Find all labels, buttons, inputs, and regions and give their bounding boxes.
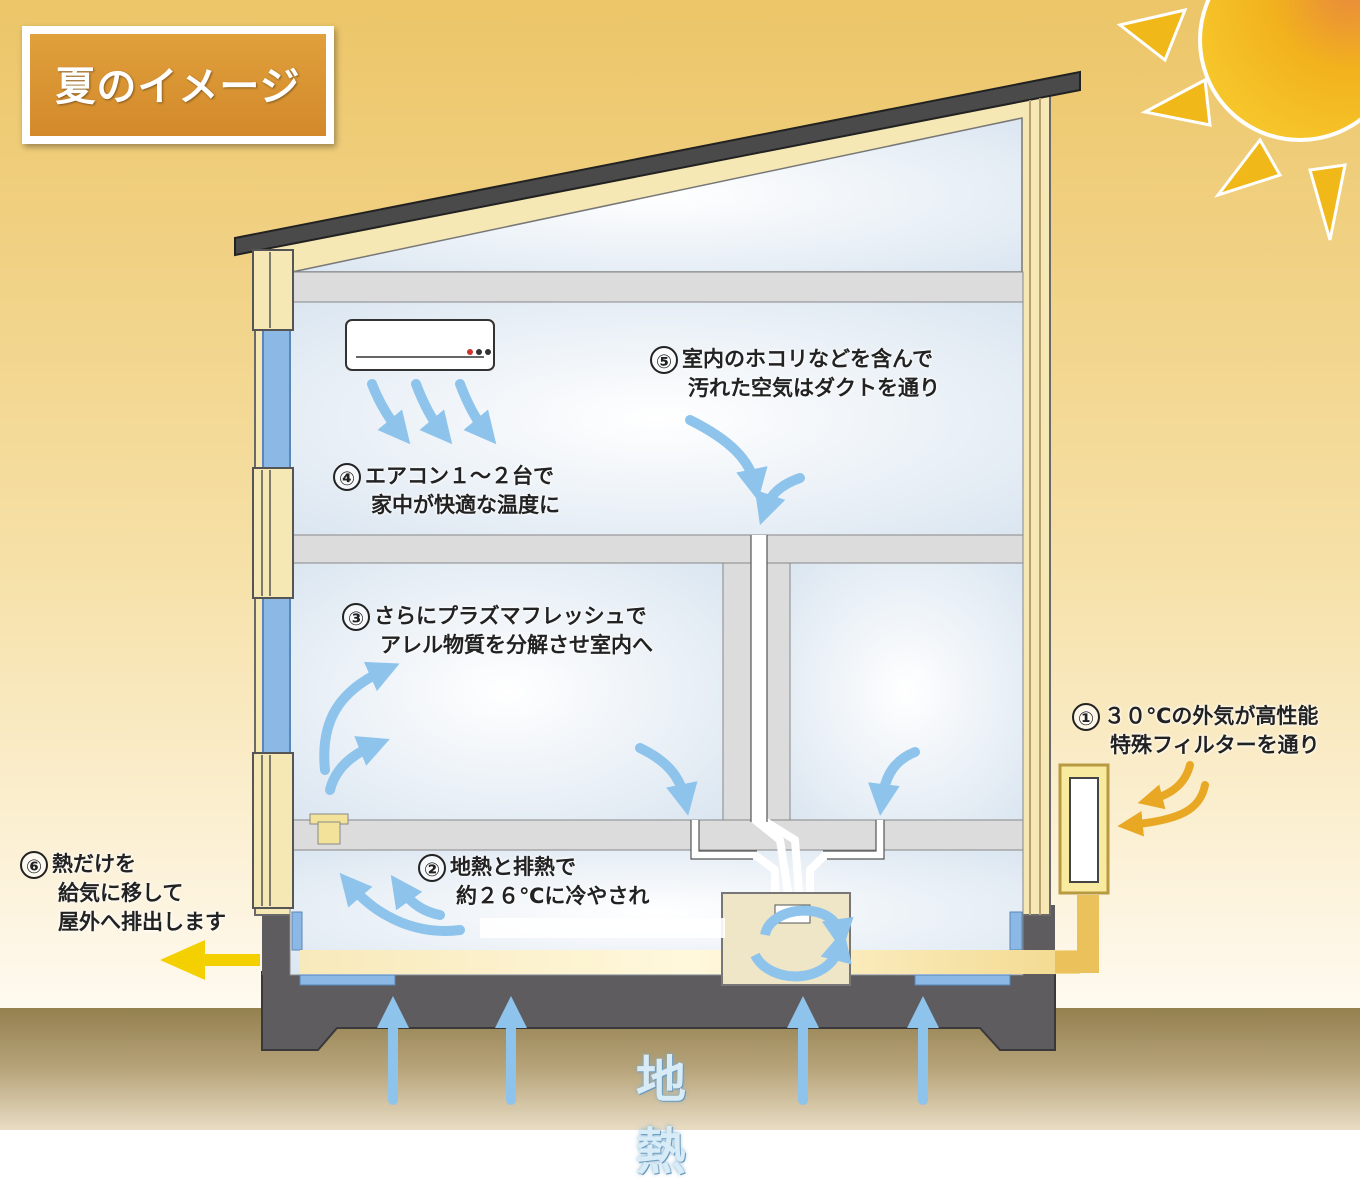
summer-ventilation-diagram bbox=[0, 0, 1360, 1130]
house-structure bbox=[234, 70, 1081, 976]
exhaust-arrow-icon bbox=[160, 940, 260, 980]
floor-vent bbox=[309, 813, 349, 845]
page-title: 夏のイメージ bbox=[55, 63, 301, 110]
callout-text: ３０℃の外気が高性能 bbox=[1104, 704, 1319, 728]
callout-text: さらにプラズマフレッシュで bbox=[374, 604, 647, 628]
callout-text: 熱だけを bbox=[52, 852, 136, 876]
callout-text: 汚れた空気はダクトを通り bbox=[688, 376, 940, 400]
step-number: ⑥ bbox=[20, 851, 48, 879]
windows bbox=[252, 249, 1023, 986]
ground-heat-label: 地 熱 bbox=[636, 1050, 812, 1181]
callout-text: 屋外へ排出します bbox=[58, 910, 226, 934]
callout-text: 地熱と排熱で bbox=[450, 855, 576, 879]
step-number: ① bbox=[1072, 703, 1100, 731]
step-number: ③ bbox=[342, 603, 370, 631]
air-conditioner-icon bbox=[345, 319, 495, 371]
cool-air-arrows bbox=[319, 379, 920, 936]
callout-text: 特殊フィルターを通り bbox=[1110, 733, 1320, 757]
filter-box bbox=[1058, 763, 1110, 895]
callout-text: エアコン１～２台で bbox=[365, 464, 554, 488]
callout-text: アレル物質を分解させ室内へ bbox=[380, 633, 653, 657]
step-number: ⑤ bbox=[650, 346, 678, 374]
outdoor-air-arrows bbox=[1117, 761, 1209, 837]
ground-heat-arrows bbox=[376, 995, 940, 1105]
return-ducts bbox=[691, 535, 884, 906]
title-badge: 夏のイメージ bbox=[22, 26, 334, 144]
heat-exchanger-unit bbox=[300, 892, 1099, 986]
callout-text: 約２６℃に冷やされ bbox=[456, 884, 650, 908]
callout-text: 室内のホコリなどを含んで bbox=[682, 347, 933, 371]
sun-icon bbox=[1116, 0, 1360, 241]
callout-text: 給気に移して bbox=[58, 881, 184, 905]
step-number: ② bbox=[418, 854, 446, 882]
step-number: ④ bbox=[333, 463, 361, 491]
callout-text: 家中が快適な温度に bbox=[371, 493, 560, 517]
